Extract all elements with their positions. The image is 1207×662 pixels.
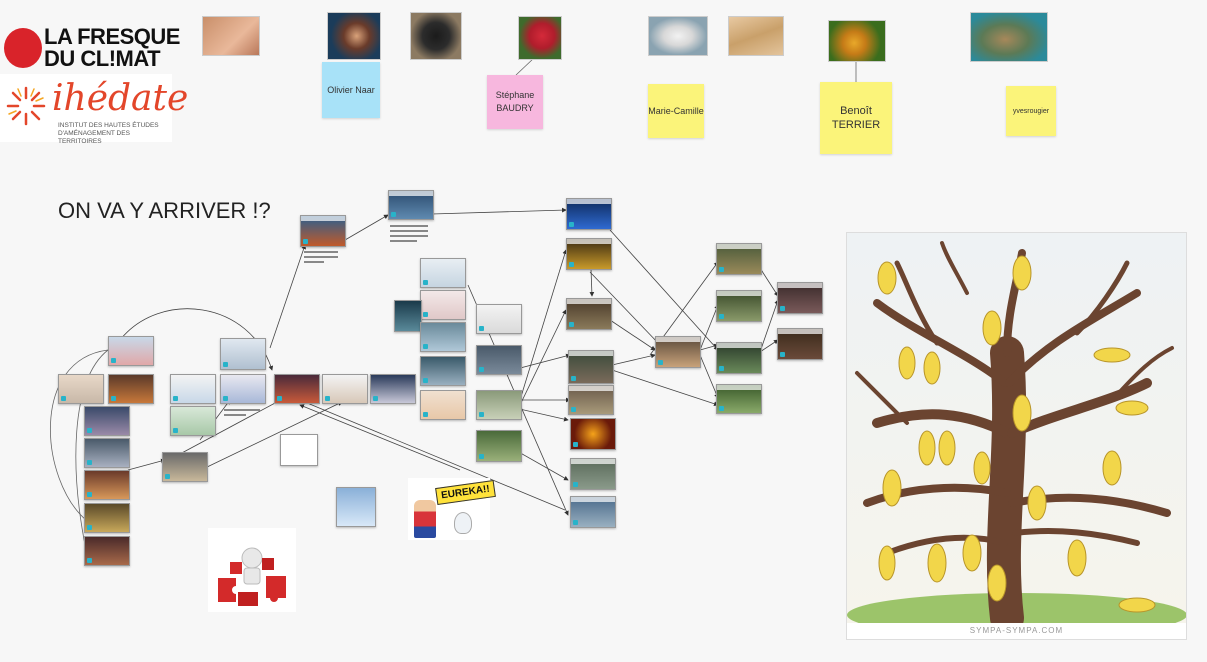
slide-card[interactable] (58, 374, 104, 404)
slide-card[interactable] (566, 298, 612, 330)
slide-card[interactable] (568, 385, 614, 415)
slide-card[interactable] (566, 238, 612, 270)
puzzle-icon (218, 547, 286, 606)
slide-notes (390, 222, 428, 245)
ihedate-logo: ihédate INSTITUT DES HAUTES ÉTUDES D'AMÉ… (0, 74, 188, 145)
slide-card[interactable] (420, 322, 466, 352)
slide-card[interactable] (220, 338, 266, 370)
sticky-note-label: Benoît TERRIER (831, 105, 881, 131)
sticky-note-label: Olivier Naar (327, 84, 375, 95)
sticky-note-label: yvesrougier (1012, 107, 1050, 115)
hand-icon (4, 28, 42, 68)
slide-notes (304, 248, 338, 266)
slide-card[interactable] (716, 290, 762, 322)
fresque-du-climat-logo: LA FRESQUE DU CL!MAT (4, 24, 180, 72)
insect-larva-photo[interactable] (728, 16, 784, 56)
sticky-note-benoit[interactable]: Benoît TERRIER (820, 82, 892, 154)
slide-card[interactable] (84, 536, 130, 566)
ihedate-wordmark: ihédate (52, 78, 189, 119)
slide-card[interactable] (84, 503, 130, 533)
sticky-note-olivier[interactable]: Olivier Naar (322, 62, 380, 118)
sticky-note-label: Marie-Camille (648, 105, 704, 116)
slide-card[interactable] (476, 304, 522, 334)
sticky-note-marie-camille[interactable]: Marie-Camille (648, 84, 704, 138)
slide-card[interactable] (476, 390, 522, 420)
bee-photo[interactable] (828, 20, 886, 62)
slide-card[interactable] (84, 438, 130, 468)
fresque-logo-line2: DU CL!MAT (44, 46, 161, 71)
slide-card[interactable] (716, 342, 762, 374)
lionfish-photo[interactable] (327, 12, 381, 60)
ihedate-subtitle: INSTITUT DES HAUTES ÉTUDES D'AMÉNAGEMENT… (58, 122, 159, 145)
sea-turtle-photo[interactable] (970, 12, 1048, 62)
sticky-note-yvesrougier[interactable]: yvesrougier (1006, 86, 1056, 136)
tree-icon (847, 233, 1186, 623)
puzzle-illustration[interactable] (208, 528, 296, 612)
sticky-note-label: Stéphane BAUDRY (495, 90, 535, 113)
butterflyfish-photo[interactable] (648, 16, 708, 56)
slide-card[interactable] (394, 300, 422, 332)
slide-card[interactable] (370, 374, 416, 404)
slide-card[interactable] (108, 336, 154, 366)
cartoon-card[interactable] (280, 434, 318, 466)
slide-card[interactable] (570, 496, 616, 528)
slide-card[interactable] (170, 374, 216, 404)
slide-card[interactable] (162, 452, 208, 482)
slide-card[interactable] (476, 430, 522, 462)
slide-card[interactable] (655, 336, 701, 368)
person-icon (414, 500, 436, 538)
slide-card[interactable] (274, 374, 320, 404)
slide-card[interactable] (84, 406, 130, 436)
slide-notes (224, 406, 260, 419)
slide-card[interactable] (476, 345, 522, 375)
slide-card[interactable] (420, 290, 466, 320)
slide-card[interactable] (420, 356, 466, 386)
fresque-logo-line1: LA FRESQUE (44, 24, 180, 49)
eureka-illustration[interactable]: EUREKA!! (408, 478, 496, 540)
slide-card[interactable] (170, 406, 216, 436)
slide-card[interactable] (84, 470, 130, 500)
slide-card[interactable] (568, 350, 614, 384)
slide-card[interactable] (420, 258, 466, 288)
sticky-note-stephane[interactable]: Stéphane BAUDRY (487, 75, 543, 129)
slide-card[interactable] (777, 282, 823, 314)
board-title: ON VA Y ARRIVER !? (58, 198, 271, 223)
sea-urchin-photo[interactable] (410, 12, 462, 60)
red-flower-photo[interactable] (518, 16, 562, 60)
lightbulb-icon (454, 512, 472, 534)
eureka-bubble: EUREKA!! (435, 479, 496, 506)
slide-card[interactable] (716, 384, 762, 414)
slide-card[interactable] (388, 190, 434, 220)
slide-card[interactable] (108, 374, 154, 404)
slide-card[interactable] (570, 418, 616, 450)
slide-card[interactable] (420, 390, 466, 420)
slide-card[interactable] (300, 215, 346, 247)
signpost-card[interactable] (336, 487, 376, 527)
slide-card[interactable] (570, 458, 616, 490)
slide-card[interactable] (322, 374, 368, 404)
blob-tree-illustration[interactable]: SYMPA-SYMPA.COM (846, 232, 1187, 640)
burst-icon (6, 86, 46, 126)
mosquito-photo[interactable] (202, 16, 260, 56)
slide-card[interactable] (777, 328, 823, 360)
tree-caption: SYMPA-SYMPA.COM (969, 626, 1064, 635)
slide-card[interactable] (220, 374, 266, 404)
slide-card[interactable] (716, 243, 762, 275)
slide-card[interactable] (566, 198, 612, 230)
